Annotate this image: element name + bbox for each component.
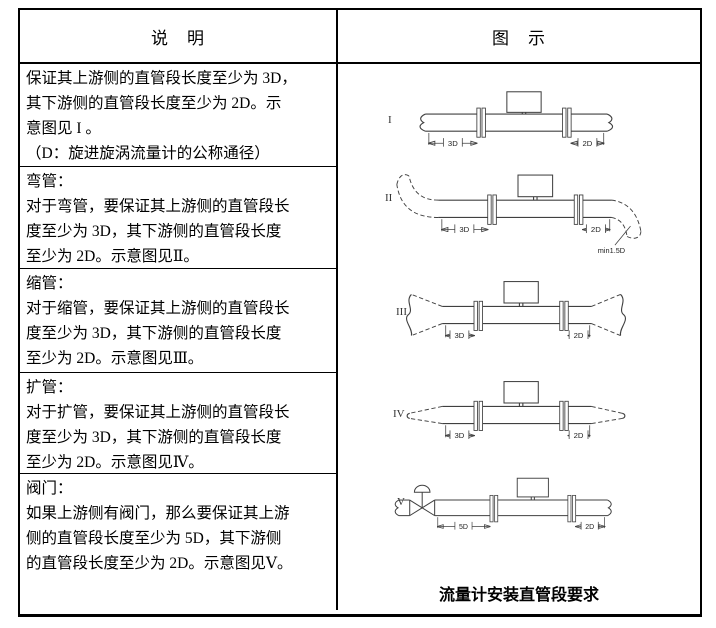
pipe-break-icon [406,294,413,336]
flange-left [487,194,492,225]
table-row: 扩管： 对于扩管，要保证其上游侧的直管段长 度至少为 3D，其下游侧的直管段长度… [20,373,336,474]
pipe-break-icon [607,499,612,517]
downstream-dim-label: 2D [574,331,584,340]
diagram-numeral: III [396,306,407,318]
spec-table: 说 明 图 示 保证其上游侧的直管段长度至少为 3D， 其下游侧的直管段长度至少… [18,8,702,617]
flange-left [489,494,494,523]
pipe-break-icon [394,499,400,517]
upstream-dim-label: 3D [448,139,458,148]
flange-right [573,194,579,225]
upstream-bend [408,175,439,201]
table-header-row: 说 明 图 示 [20,10,700,64]
upstream-cone [411,293,443,307]
downstream-dim-label: 2D [591,225,601,234]
pipe-break-icon [606,113,614,132]
pipe-diagram-valve: 5D 2D [394,477,612,531]
table-row: 弯管： 对于弯管，要保证其上游侧的直管段长 度至少为 3D，其下游侧的直管段长度… [20,167,336,269]
diagram-numeral: V [397,496,405,508]
flange-left [473,300,478,331]
pipe-break-icon [406,412,410,419]
description-column: 保证其上游侧的直管段长度至少为 3D， 其下游侧的直管段长度至少为 2D。示 意… [20,64,338,610]
downstream-cone [591,293,621,307]
flange-right [562,107,567,138]
diagram-numeral: I [388,114,392,126]
flange-left [473,400,478,431]
downstream-bend [611,199,642,232]
pipe-diagram-expander: 3D 2D [406,381,626,440]
illustration-cell: I 3D 2D II [338,64,700,610]
meter-body [506,91,542,113]
description-text: 阀门： 如果上游侧有阀门，那么要保证其上游 侧的直管段长度至少为 5D，其下游侧… [26,480,293,572]
upstream-dim-label: 3D [459,225,469,234]
diagram-numeral: IV [393,408,405,420]
pipe-diagram-straight: 3D 2D [419,91,614,148]
flange-right [559,300,564,331]
meter-body [516,477,549,498]
description-text: 弯管： 对于弯管，要保证其上游侧的直管段长 度至少为 3D，其下游侧的直管段长度… [26,173,290,265]
column-header-illustration: 图 示 [492,28,546,48]
table-row: 缩管： 对于缩管，要保证其上游侧的直管段长 度至少为 3D，其下游侧的直管段长度… [20,269,336,373]
description-text: 扩管： 对于扩管，要保证其上游侧的直管段长 度至少为 3D，其下游侧的直管段长度… [26,379,290,471]
pipe-break-icon [619,294,626,336]
valve-icon [409,484,436,517]
description-text: 缩管： 对于缩管，要保证其上游侧的直管段长 度至少为 3D，其下游侧的直管段长度… [26,275,290,367]
upstream-dim-label: 5D [459,524,468,531]
diagram-numeral: II [385,192,393,204]
downstream-dim-label: 2D [574,431,584,440]
figure-caption: 流量计安装直管段要求 [438,587,599,604]
bend-radius-note: min1.5D [598,246,625,255]
column-header-description: 说 明 [20,10,338,62]
flange-right [567,494,572,523]
flange-right [559,400,564,431]
pipe-diagram-bend: 3D 2D min1.5D [396,174,642,255]
upstream-cone [409,405,443,414]
table-row: 阀门： 如果上游侧有阀门，那么要保证其上游 侧的直管段长度至少为 5D，其下游侧… [20,474,336,610]
downstream-dim-label: 2D [582,139,592,148]
meter-body [503,381,539,404]
pipe-break-icon [622,412,626,419]
meter-body [517,174,554,198]
description-text: 保证其上游侧的直管段长度至少为 3D， 其下游侧的直管段长度至少为 2D。示 意… [26,70,297,162]
note-leader-line [614,225,631,246]
upstream-dim-label: 3D [454,431,464,440]
flange-left [476,107,481,138]
upstream-dim-label: 3D [454,331,464,340]
meter-body [503,281,539,304]
downstream-cone [591,405,623,414]
downstream-dim-label: 2D [585,524,594,531]
pipe-diagram-reducer: 3D 2D [406,281,626,340]
table-row: 保证其上游侧的直管段长度至少为 3D， 其下游侧的直管段长度至少为 2D。示 意… [20,64,336,167]
pipe-break-icon [419,113,426,132]
